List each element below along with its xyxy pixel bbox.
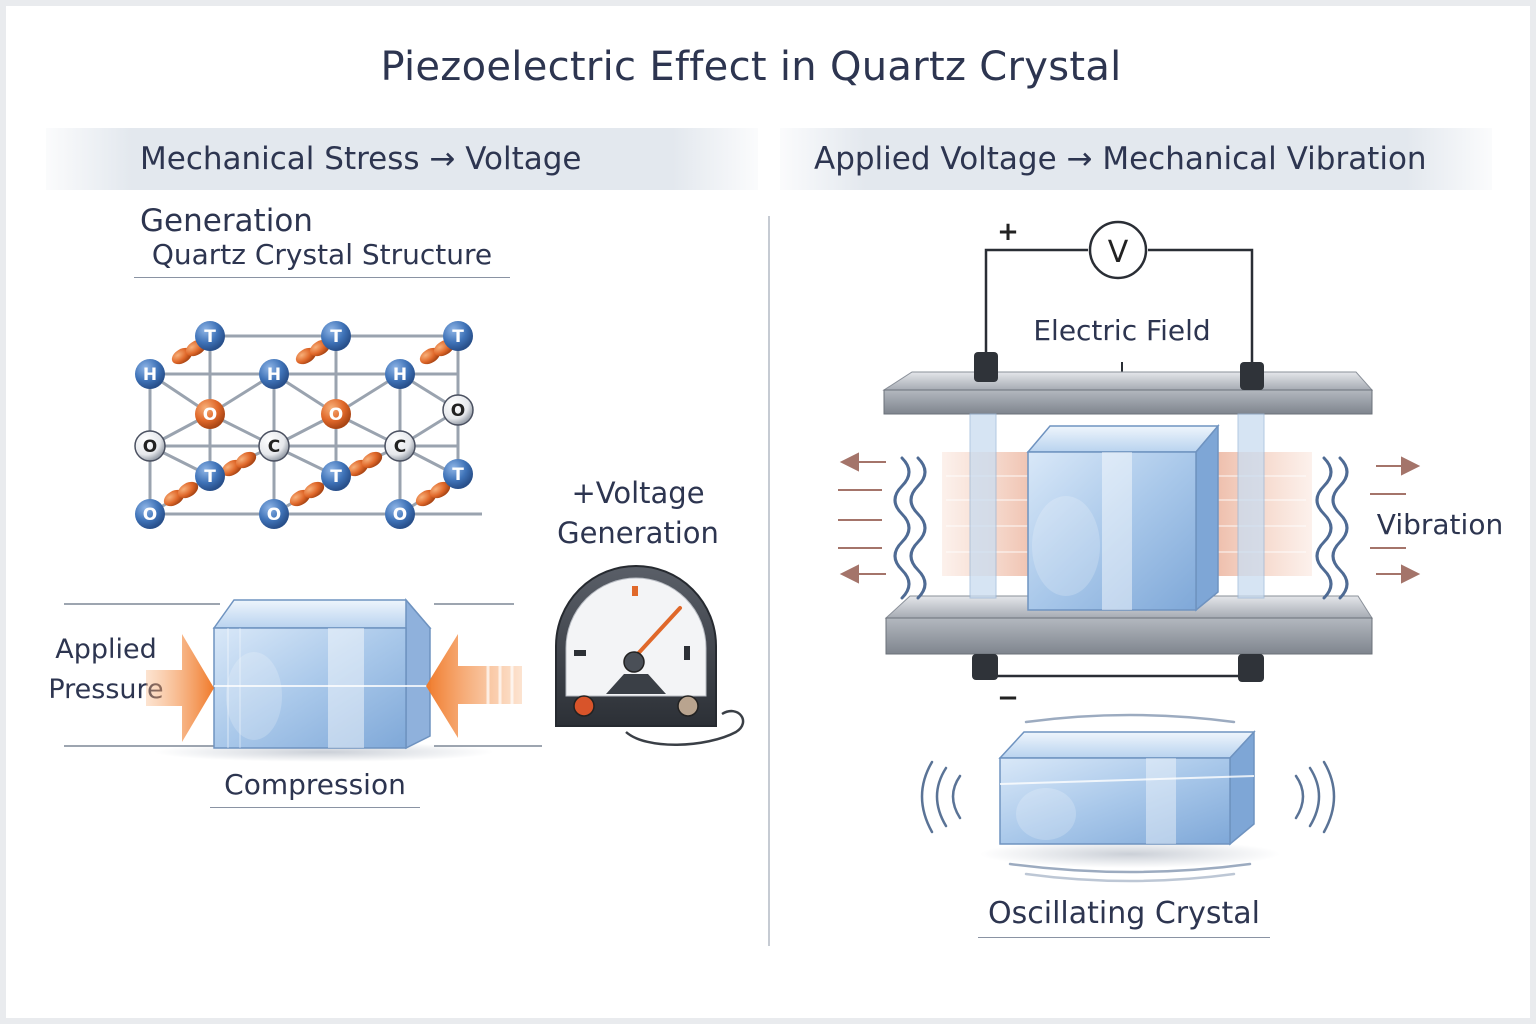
atom-label: O bbox=[329, 405, 343, 425]
vibration-waves-left bbox=[895, 458, 925, 598]
atom-label: T bbox=[330, 327, 342, 347]
atom-label: O bbox=[451, 401, 465, 421]
vibration-arrows-left bbox=[838, 454, 886, 582]
diagram-graphics: T T T H H H O O O O C C bbox=[6, 6, 1530, 1018]
voltmeter-symbol: V bbox=[1090, 222, 1146, 278]
minus-sign: − bbox=[997, 683, 1019, 713]
atom-label: C bbox=[268, 437, 280, 457]
atom-label: O bbox=[393, 505, 407, 525]
atom-label: H bbox=[393, 365, 407, 385]
atom-label: O bbox=[143, 437, 157, 457]
pressure-arrow-left bbox=[146, 634, 214, 742]
atom-label: H bbox=[267, 365, 281, 385]
plus-sign: + bbox=[997, 217, 1019, 247]
atom-label: O bbox=[267, 505, 281, 525]
atom-label: T bbox=[452, 327, 464, 347]
pressure-arrow-right bbox=[426, 634, 522, 738]
voltmeter-label: V bbox=[1108, 235, 1129, 270]
atom-label: C bbox=[394, 437, 406, 457]
atom-label: T bbox=[452, 465, 464, 485]
atom-label: O bbox=[143, 505, 157, 525]
atom-label: H bbox=[143, 365, 157, 385]
vibrating-crystal bbox=[1028, 426, 1218, 610]
diagram-canvas: Piezoelectric Effect in Quartz Crystal M… bbox=[6, 6, 1530, 1018]
vibration-waves-right bbox=[1317, 458, 1347, 598]
atom-label: T bbox=[204, 467, 216, 487]
voltage-meter bbox=[556, 566, 743, 745]
vibration-arrows-right bbox=[1370, 458, 1418, 582]
atom-label: T bbox=[204, 327, 216, 347]
top-electrode-plate bbox=[884, 352, 1372, 414]
atom-label: T bbox=[330, 467, 342, 487]
oscillating-crystal bbox=[980, 732, 1280, 868]
atom-label: O bbox=[203, 405, 217, 425]
